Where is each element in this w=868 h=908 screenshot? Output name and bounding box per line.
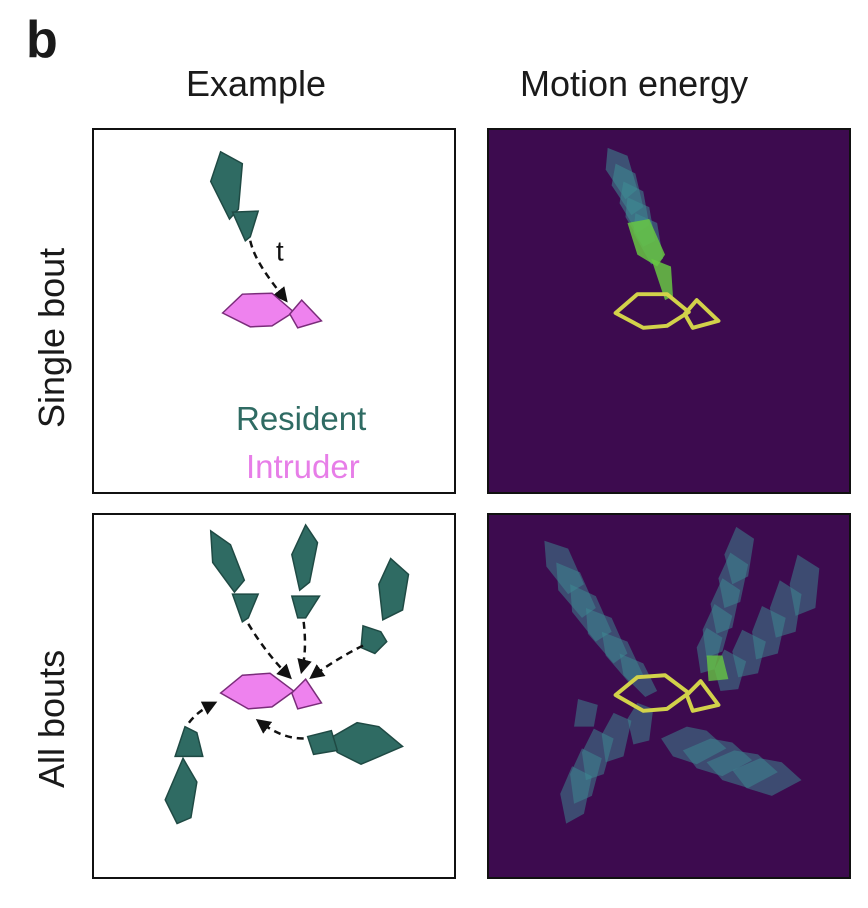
resident-motion-peak (627, 219, 673, 301)
motion-arrow (249, 240, 288, 303)
column-title-motion-energy: Motion energy (520, 63, 749, 104)
legend-intruder: Intruder (246, 448, 360, 485)
resident-animals (164, 523, 410, 825)
example-all-bouts-panel (92, 513, 456, 879)
approach-arrows (187, 621, 364, 740)
time-label: t (276, 236, 284, 267)
motion-energy-single-bout-panel (487, 128, 851, 494)
intruder-animal (219, 672, 323, 710)
intruder-outline (613, 673, 721, 713)
example-single-bout-diagram: t (209, 150, 323, 329)
motion-energy-single-bout-map (605, 147, 721, 330)
example-single-bout-panel: t (92, 128, 456, 494)
row-title-single-bout: Single bout (31, 247, 72, 428)
resident-animal (209, 150, 260, 242)
intruder-outline (613, 292, 721, 330)
legend-resident: Resident (236, 400, 367, 437)
column-title-example: Example (186, 63, 327, 104)
example-all-bouts-diagram (164, 523, 410, 825)
intruder-animal (221, 292, 323, 329)
motion-energy-all-bouts-map (544, 526, 820, 824)
motion-energy-all-bouts-panel (487, 513, 851, 879)
row-title-all-bouts: All bouts (31, 649, 72, 788)
resident-motion-trails (544, 526, 820, 824)
panel-letter: b (26, 11, 58, 69)
resident-motion-peak (706, 655, 729, 682)
